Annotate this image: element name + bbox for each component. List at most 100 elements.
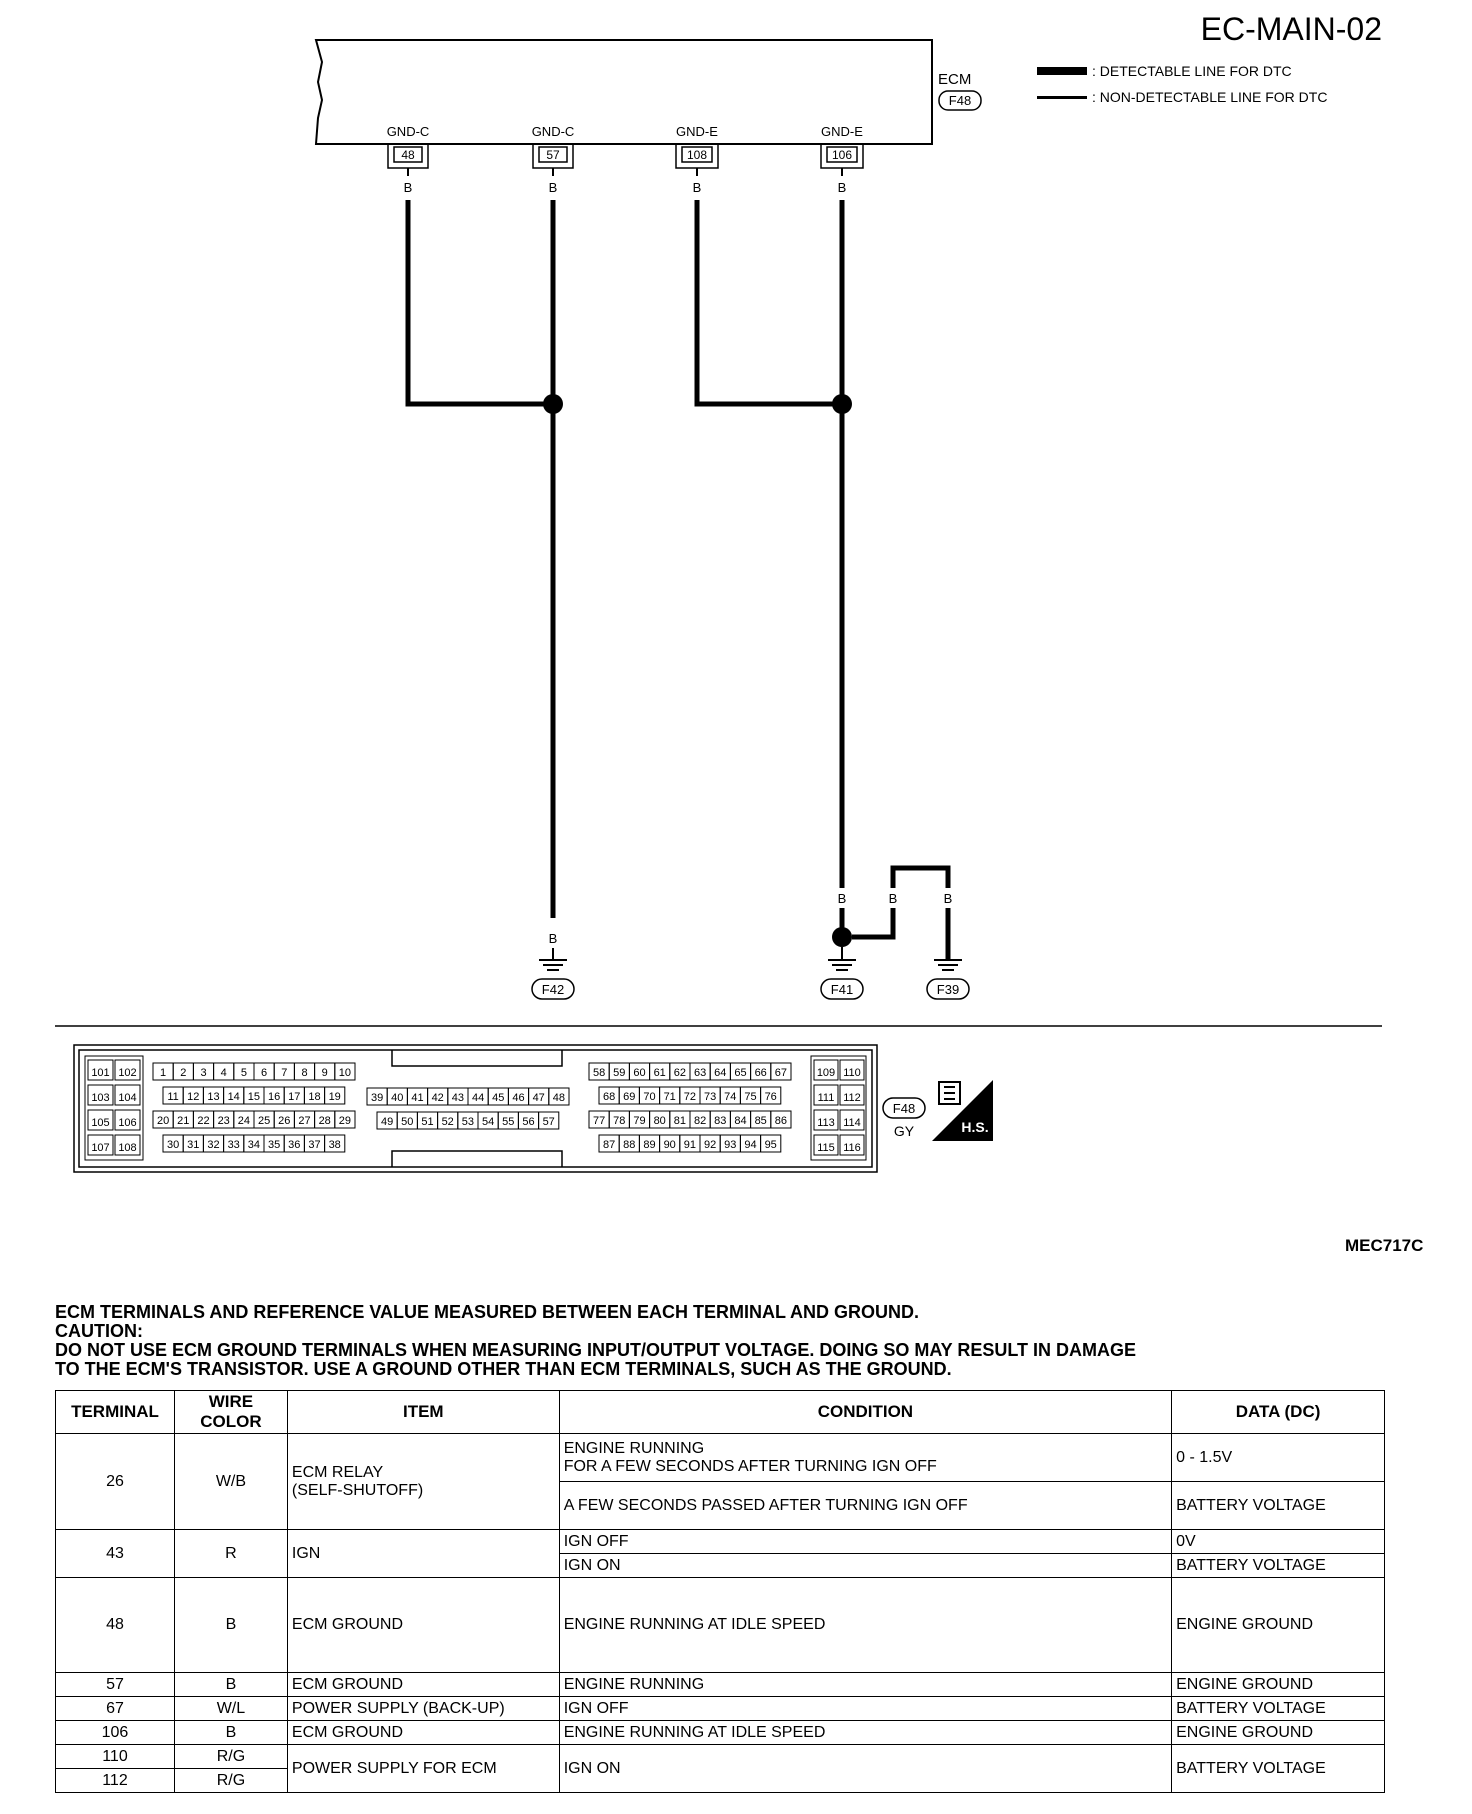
ground-badge-f42 <box>531 978 575 1000</box>
notes-line-4: TO THE ECM'S TRANSISTOR. USE A GROUND OT… <box>55 1359 952 1379</box>
connector-pin <box>813 1059 839 1081</box>
connector-pin <box>770 1110 792 1129</box>
wire-color-f42: B <box>549 931 558 946</box>
connector-pin-label: 86 <box>775 1115 787 1127</box>
ground-symbol <box>934 959 962 971</box>
branch-wire <box>852 908 896 940</box>
table-row: 48 B ECM GROUND ENGINE RUNNING AT IDLE S… <box>55 1577 1385 1673</box>
connector-pin-label: 6 <box>261 1067 267 1079</box>
ground-id-f39: F39 <box>937 982 959 997</box>
terminal-name: GND-C <box>532 124 575 139</box>
connector-pin-label: 101 <box>91 1067 109 1079</box>
header-wire-color: WIRE COLOR <box>173 1390 288 1434</box>
connector-pin-label: 10 <box>339 1067 351 1079</box>
connector-id: F48 <box>893 1101 915 1116</box>
connector-pin <box>324 1134 346 1153</box>
connector-pin-label: 5 <box>241 1067 247 1079</box>
connector-pin-label: 35 <box>268 1139 280 1151</box>
page-code: MEC717C <box>1345 1236 1424 1255</box>
connector-pin-label: 66 <box>755 1067 767 1079</box>
hs-label: H.S. <box>961 1119 988 1135</box>
connector-pin <box>839 1134 865 1156</box>
connector-pin <box>114 1059 141 1081</box>
header-data: DATA (DC) <box>1171 1390 1385 1434</box>
connector-pin-label: 74 <box>724 1091 736 1103</box>
connector-pin <box>114 1084 141 1106</box>
connector-pin-label: 1 <box>160 1067 166 1079</box>
connector-pin-label: 17 <box>288 1091 300 1103</box>
connector-pin-label: 22 <box>197 1115 209 1127</box>
connector-pin-label: 14 <box>228 1091 240 1103</box>
table-row: A FEW SECONDS PASSED AFTER TURNING IGN O… <box>56 1481 1385 1530</box>
connector-pin-label: 90 <box>664 1139 676 1151</box>
pin-number: 108 <box>687 148 707 162</box>
pin-number: 106 <box>832 148 852 162</box>
connector-pin-label: 50 <box>401 1116 413 1128</box>
notes-line-3: DO NOT USE ECM GROUND TERMINALS WHEN MEA… <box>55 1340 1137 1360</box>
notes: ECM TERMINALS AND REFERENCE VALUE MEASUR… <box>55 1303 1415 1379</box>
connector-pin <box>334 1062 356 1081</box>
connector-pin-label: 84 <box>734 1115 746 1127</box>
connector-pin-label: 60 <box>633 1067 645 1079</box>
connector-pin-label: 63 <box>694 1067 706 1079</box>
terminal-106: GND-E 106 B <box>820 124 864 195</box>
connector-pin-label: 61 <box>654 1067 666 1079</box>
branch-wire-color: B <box>889 891 898 906</box>
connector-pin <box>114 1134 141 1156</box>
table-row: 106 B ECM GROUND ENGINE RUNNING AT IDLE … <box>55 1720 1385 1745</box>
wire-color: B <box>549 180 558 195</box>
connector-pin-label: 95 <box>765 1139 777 1151</box>
connector-pin-label: 21 <box>177 1115 189 1127</box>
connector-pin-label: 19 <box>329 1091 341 1103</box>
connector-pin-label: 69 <box>623 1091 635 1103</box>
connector-pin <box>548 1087 570 1106</box>
connector-pin-label: 53 <box>462 1116 474 1128</box>
connector-pin-label: 36 <box>288 1139 300 1151</box>
connector-pin-label: 57 <box>543 1116 555 1128</box>
branch-wire-color: B <box>944 891 953 906</box>
connector-pin <box>839 1084 865 1106</box>
connector-pin-label: 52 <box>442 1116 454 1128</box>
legend-non-detectable: : NON-DETECTABLE LINE FOR DTC <box>1092 89 1327 105</box>
reference-table: TERMINAL WIRE COLOR ITEM CONDITION DATA … <box>55 1390 1385 1793</box>
table-row: 110 R/G POWER SUPPLY FOR ECM IGN ON BATT… <box>55 1744 1385 1793</box>
ecm-connector-badge <box>938 90 982 111</box>
connector-pin-label: 67 <box>775 1067 787 1079</box>
connector-pin-label: 27 <box>298 1115 310 1127</box>
pin-number: 48 <box>401 148 415 162</box>
terminal-57: GND-C 57 B <box>532 124 575 195</box>
table-row: 67 W/L POWER SUPPLY (BACK-UP) IGN OFF BA… <box>55 1696 1385 1721</box>
connector-pin-label: 28 <box>319 1115 331 1127</box>
ground-badge-f39 <box>926 978 970 1000</box>
connector-pin-label: 18 <box>308 1091 320 1103</box>
connector-pin-label: 109 <box>817 1067 835 1079</box>
connector-pin-label: 108 <box>118 1142 136 1154</box>
connector-pin-label: 34 <box>248 1139 260 1151</box>
connector-pin-label: 88 <box>623 1139 635 1151</box>
terminal-108: GND-E 108 B <box>675 124 719 195</box>
splice-point <box>832 394 852 414</box>
wire-color: B <box>693 180 702 195</box>
connector-pin-label: 24 <box>238 1115 250 1127</box>
connector-pin-label: 33 <box>228 1139 240 1151</box>
legend-detectable: : DETECTABLE LINE FOR DTC <box>1092 63 1292 79</box>
connector-pin-label: 47 <box>533 1092 545 1104</box>
connector-badge <box>882 1097 926 1119</box>
ecm-connector-id: F48 <box>949 93 971 108</box>
wire-color-f41: B <box>838 891 847 906</box>
connector-pin-label: 12 <box>187 1091 199 1103</box>
connector-pin-label: 49 <box>381 1116 393 1128</box>
legend-thick-line <box>1037 67 1087 75</box>
connector-pin <box>770 1062 792 1081</box>
table-row: 43 R IGN IGN OFF 0V <box>55 1529 1385 1578</box>
wire-108 <box>694 200 842 407</box>
connector-pin-label: 59 <box>613 1067 625 1079</box>
connector-pin <box>760 1086 782 1105</box>
connector-pin-label: 89 <box>643 1139 655 1151</box>
terminal-name: GND-C <box>387 124 430 139</box>
wire-48 <box>405 200 553 407</box>
connector-pin-label: 48 <box>553 1092 565 1104</box>
connector-pin-label: 44 <box>472 1092 484 1104</box>
connector-pin-label: 16 <box>268 1091 280 1103</box>
splice-point <box>832 927 852 947</box>
